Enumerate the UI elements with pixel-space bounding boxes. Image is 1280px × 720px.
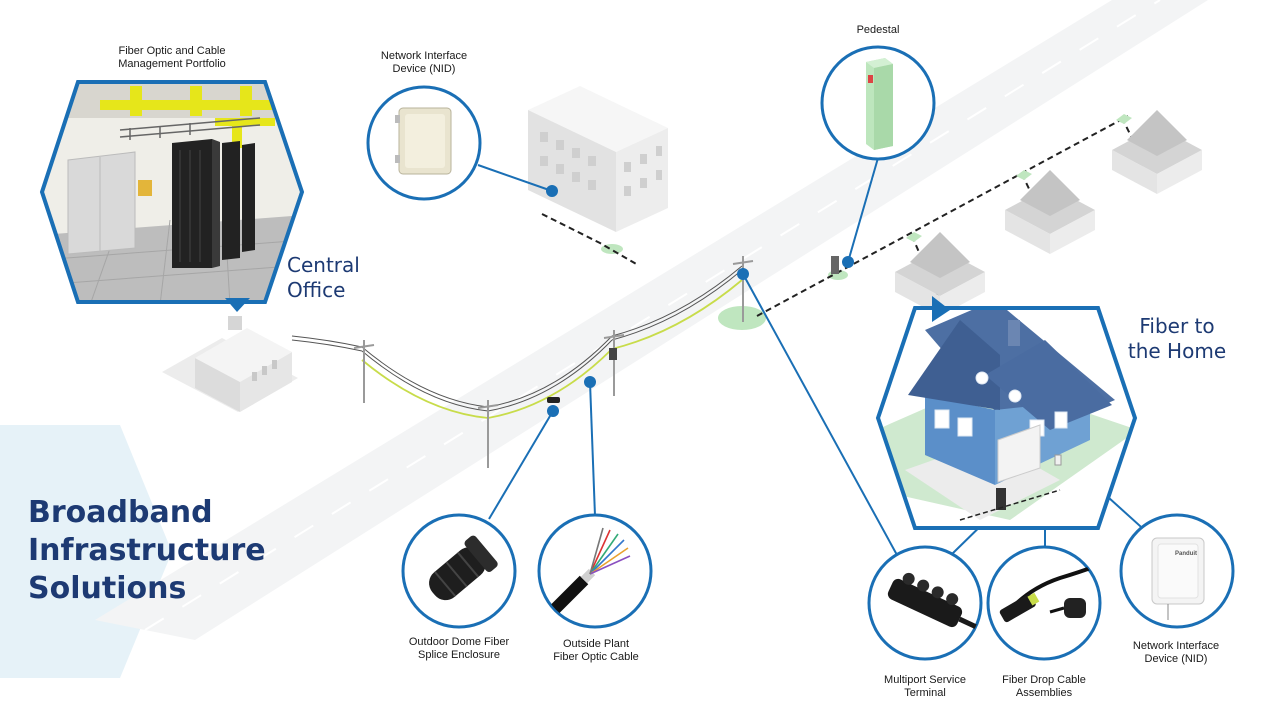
- apartment-building: [528, 86, 668, 232]
- pole-mounted-enclosure: [609, 348, 617, 360]
- utility-pole: [353, 256, 754, 468]
- pedestal-label: Pedestal: [856, 24, 900, 36]
- drop-cable-callout: [986, 545, 1102, 661]
- fiber-optic-strand: [361, 279, 743, 419]
- nid-brand-text: Panduit: [1175, 551, 1197, 557]
- nid-top-callout: [366, 85, 482, 201]
- dome-splice-enclosure-callout: [401, 513, 517, 629]
- nid-right-callout: Panduit: [1119, 513, 1235, 629]
- suburban-house: [1005, 170, 1095, 254]
- ground-patch: [601, 244, 623, 254]
- suburban-house: [1112, 110, 1202, 194]
- multiport-terminal-callout: [867, 545, 983, 661]
- pedestal-callout: [820, 45, 936, 161]
- data-center-hexagon: [39, 80, 305, 312]
- tap-marker: [906, 114, 1132, 242]
- suburban-house: [895, 232, 985, 316]
- pedestal-on-street: [831, 256, 839, 274]
- street: [95, 0, 1208, 640]
- central-office-building: [162, 316, 298, 412]
- dome-splice-enclosure-on-line: [547, 397, 560, 403]
- osp-fiber-cable-callout: [537, 513, 653, 629]
- fiber-to-home-hexagon: [875, 296, 1138, 530]
- aerial-cable: [291, 265, 743, 412]
